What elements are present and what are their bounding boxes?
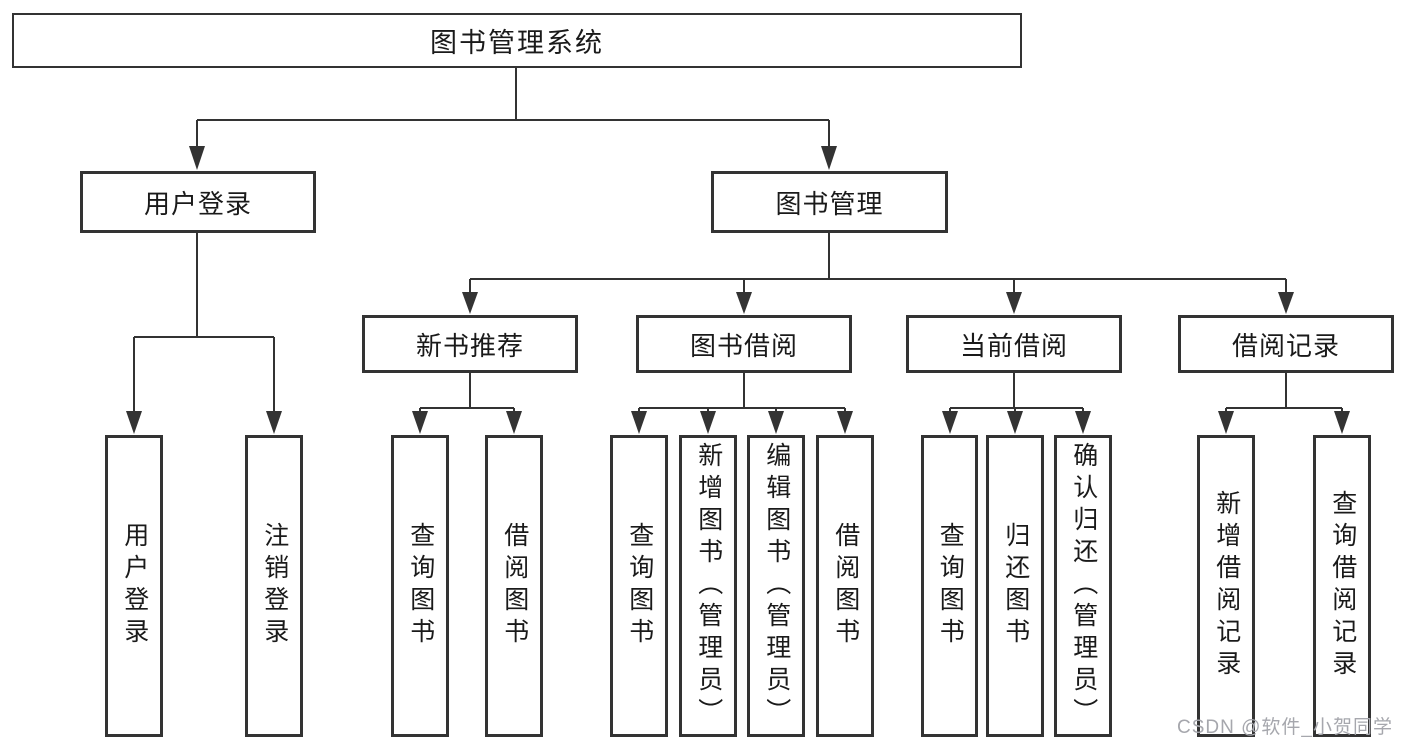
node-user-login: 用户登录 [80,171,316,233]
leaf-query-books-borrow: 查询图书 [610,435,668,737]
arrowhead-icon [700,411,716,434]
leaf-query-books-current-label: 查询图书 [936,522,965,650]
leaf-user-login-label: 用户登录 [120,522,149,650]
arrowhead-icon [768,411,784,434]
leaf-add-book-admin-label: 新增图书（管理员） [694,442,723,730]
leaf-borrow-books-label: 借阅图书 [831,522,860,650]
connector-borrowing-records [1225,373,1343,412]
leaf-edit-book-admin: 编辑图书（管理员） [747,435,805,737]
leaf-query-books-current: 查询图书 [921,435,978,737]
arrowhead-icon [1007,411,1023,434]
arrowhead-icon [506,411,522,434]
connector-root [196,68,830,148]
arrowhead-icon [1334,411,1350,434]
node-library-system-label: 图书管理系统 [430,28,604,58]
node-book-management-label: 图书管理 [775,188,884,219]
arrowhead-icon [736,292,752,314]
leaf-query-books-recommend-label: 查询图书 [406,522,435,650]
node-borrowing-records-label: 借阅记录 [1231,330,1340,361]
connector-user-login [133,233,275,412]
connector-current-borrowing [949,373,1084,412]
node-user-login-label: 用户登录 [143,188,252,219]
node-library-system: 图书管理系统 [12,13,1022,68]
arrowhead-icon [462,292,478,314]
leaf-query-borrow-record-label: 查询借阅记录 [1328,490,1357,682]
leaf-add-book-admin: 新增图书（管理员） [679,435,737,737]
leaf-confirm-return-admin: 确认归还（管理员） [1054,435,1112,737]
node-current-borrowing: 当前借阅 [906,315,1122,373]
arrowhead-icon [412,411,428,434]
leaf-confirm-return-admin-label: 确认归还（管理员） [1069,442,1098,730]
leaf-query-books-borrow-label: 查询图书 [625,522,654,650]
connector-new-book-recommendation [419,373,515,412]
leaf-logout: 注销登录 [245,435,303,737]
node-book-borrowing-label: 图书借阅 [689,330,798,361]
arrowhead-icon [1075,411,1091,434]
leaf-add-borrow-record-label: 新增借阅记录 [1212,490,1241,682]
arrowhead-icon [266,411,282,434]
connector-book-management [469,233,1287,292]
arrowhead-icon [1006,292,1022,314]
arrowhead-icon [1278,292,1294,314]
leaf-user-login: 用户登录 [105,435,163,737]
connector-book-borrowing [638,373,846,412]
leaf-query-borrow-record: 查询借阅记录 [1313,435,1371,737]
node-new-book-recommendation-label: 新书推荐 [415,330,524,361]
leaf-borrow-books-recommend: 借阅图书 [485,435,543,737]
leaf-return-books: 归还图书 [986,435,1044,737]
arrowhead-icon [126,411,142,434]
leaf-borrow-books: 借阅图书 [816,435,874,737]
leaf-logout-label: 注销登录 [260,522,289,650]
arrowhead-icon [631,411,647,434]
leaf-edit-book-admin-label: 编辑图书（管理员） [762,442,791,730]
node-book-borrowing: 图书借阅 [636,315,852,373]
node-book-management: 图书管理 [711,171,948,233]
arrowhead-icon [1218,411,1234,434]
leaf-query-books-recommend: 查询图书 [391,435,449,737]
leaf-return-books-label: 归还图书 [1001,522,1030,650]
arrowhead-icon [942,411,958,434]
node-new-book-recommendation: 新书推荐 [362,315,578,373]
leaf-borrow-books-recommend-label: 借阅图书 [500,522,529,650]
leaf-add-borrow-record: 新增借阅记录 [1197,435,1255,737]
node-borrowing-records: 借阅记录 [1178,315,1394,373]
arrowhead-icon [821,146,837,170]
arrowhead-icon [189,146,205,170]
csdn-watermark: CSDN @软件_小贺同学 [1177,717,1393,738]
node-current-borrowing-label: 当前借阅 [959,330,1068,361]
arrowhead-icon [837,411,853,434]
